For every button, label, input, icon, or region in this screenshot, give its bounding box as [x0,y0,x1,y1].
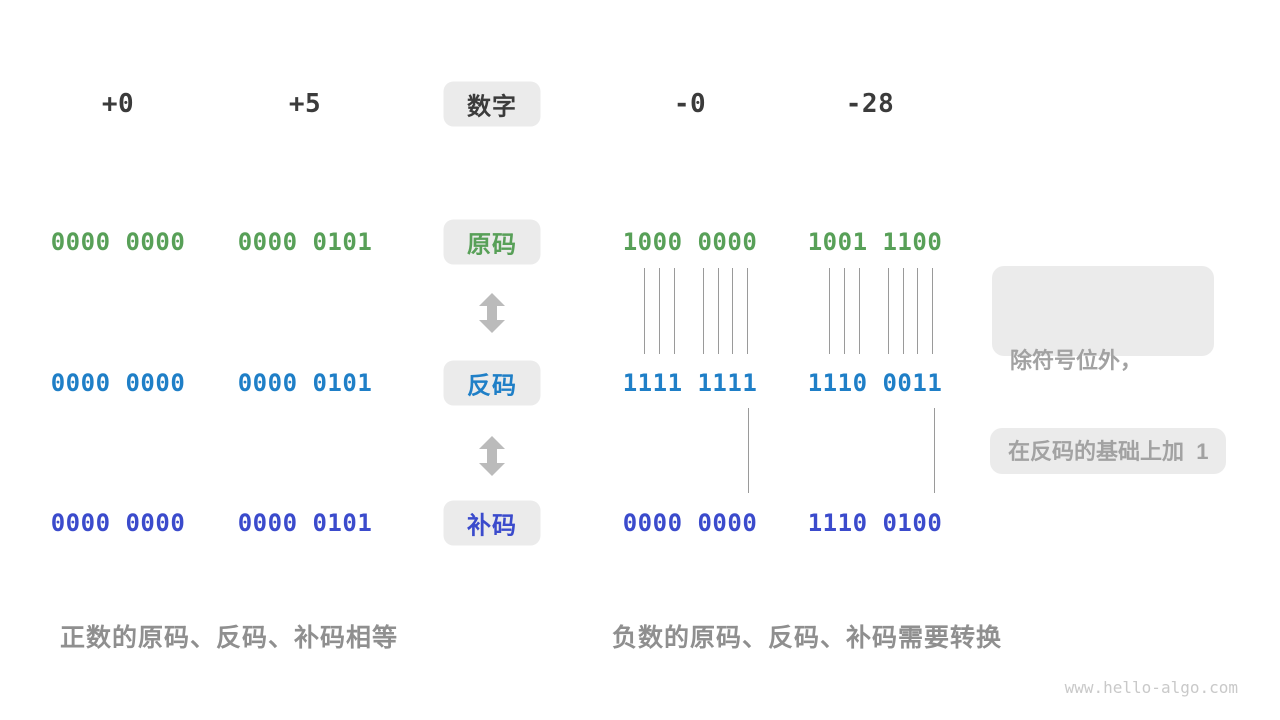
number-tag: 数字 [443,81,541,127]
negative-numbers-caption: 负数的原码、反码、补码需要转换 [612,624,1003,652]
twos-complement-plus-zero: 0000 0000 [50,509,186,537]
twos-complement-minus-zero: 0000 0000 [622,509,758,537]
add-one-note: 在反码的基础上加 1 [990,428,1227,474]
add-one-line-neg-28 [934,408,935,493]
flip-bits-note-line1: 除符号位外， [1010,348,1143,373]
header-minus-28: -28 [845,89,895,119]
updown-arrow-icon [479,293,505,333]
twos-complement-minus-28: 1110 0100 [807,509,943,537]
header-plus-zero: +0 [101,89,135,119]
site-watermark: www.hello-algo.com [1064,678,1238,697]
bit-flip-lines-neg-zero [644,268,748,354]
positive-numbers-caption: 正数的原码、反码、补码相等 [60,624,399,652]
sign-magnitude-tag: 原码 [443,219,541,265]
sign-magnitude-plus-five: 0000 0101 [237,228,373,256]
flip-bits-note: 除符号位外， 对其余所有位取反 [992,266,1214,472]
sign-magnitude-plus-zero: 0000 0000 [50,228,186,256]
add-one-line-neg-zero [748,408,749,493]
updown-arrow-icon [479,436,505,476]
header-minus-zero: -0 [673,89,707,119]
ones-complement-minus-28: 1110 0011 [807,369,943,397]
ones-complement-tag: 反码 [443,360,541,406]
sign-magnitude-minus-zero: 1000 0000 [622,228,758,256]
bit-flip-lines-neg-28 [829,268,933,354]
twos-complement-tag: 补码 [443,500,541,546]
sign-magnitude-minus-28: 1001 1100 [807,228,943,256]
ones-complement-plus-five: 0000 0101 [237,369,373,397]
ones-complement-plus-zero: 0000 0000 [50,369,186,397]
header-plus-five: +5 [288,89,322,119]
twos-complement-plus-five: 0000 0101 [237,509,373,537]
ones-complement-minus-zero: 1111 1111 [622,369,758,397]
